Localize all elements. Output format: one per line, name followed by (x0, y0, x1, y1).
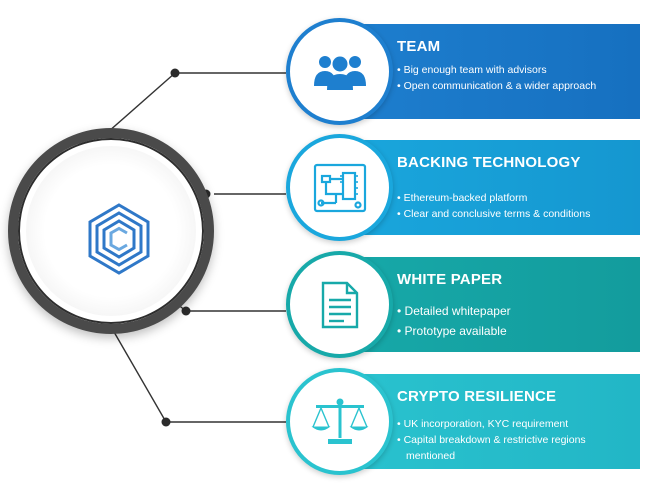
card-whitepaper-title: WHITE PAPER (397, 271, 503, 288)
card-crypto-title: CRYPTO RESILIENCE (397, 388, 557, 405)
card-backing-title: BACKING TECHNOLOGY (397, 154, 581, 171)
bullet-item: Clear and conclusive terms & conditions (397, 206, 632, 222)
bullet-item: Open communication & a wider approach (397, 78, 632, 94)
card-whitepaper: WHITE PAPER Detailed whitepaper Prototyp… (286, 251, 640, 358)
circuit-board-icon (313, 163, 366, 212)
connector-dot (181, 306, 191, 316)
bullet-item: Ethereum-backed platform (397, 190, 632, 206)
connector-crypto (109, 324, 167, 423)
hub-circle (8, 128, 214, 334)
card-team-title: TEAM (397, 38, 441, 55)
team-people-icon (313, 55, 366, 90)
card-crypto-icon-circle (286, 368, 393, 475)
connector-team (107, 72, 176, 133)
bullet-item: Big enough team with advisors (397, 62, 632, 78)
document-icon (321, 281, 358, 328)
card-crypto: CRYPTO RESILIENCE UK incorporation, KYC … (286, 368, 640, 475)
card-whitepaper-icon-circle (286, 251, 393, 358)
bullet-item: Capital breakdown & restrictive regions … (397, 432, 632, 464)
card-backing-icon-circle (286, 134, 393, 241)
card-whitepaper-bullets: Detailed whitepaper Prototype available (397, 301, 632, 341)
bullet-item: UK incorporation, KYC requirement (397, 416, 632, 432)
connector-dot (161, 417, 171, 427)
balance-scale-icon (310, 398, 369, 444)
bullet-item: Detailed whitepaper (397, 301, 632, 321)
card-team-icon-circle (286, 18, 393, 125)
bullet-item: Prototype available (397, 321, 632, 341)
card-backing: BACKING TECHNOLOGY Ethereum-backed platf… (286, 134, 640, 241)
card-team: TEAM Big enough team with advisors Open … (286, 18, 640, 125)
card-team-bullets: Big enough team with advisors Open commu… (397, 62, 632, 94)
card-crypto-bullets: UK incorporation, KYC requirement Capita… (397, 416, 632, 464)
hexagon-c-logo-icon (88, 203, 150, 275)
card-backing-bullets: Ethereum-backed platform Clear and concl… (397, 190, 632, 222)
connector-dot (170, 68, 180, 78)
